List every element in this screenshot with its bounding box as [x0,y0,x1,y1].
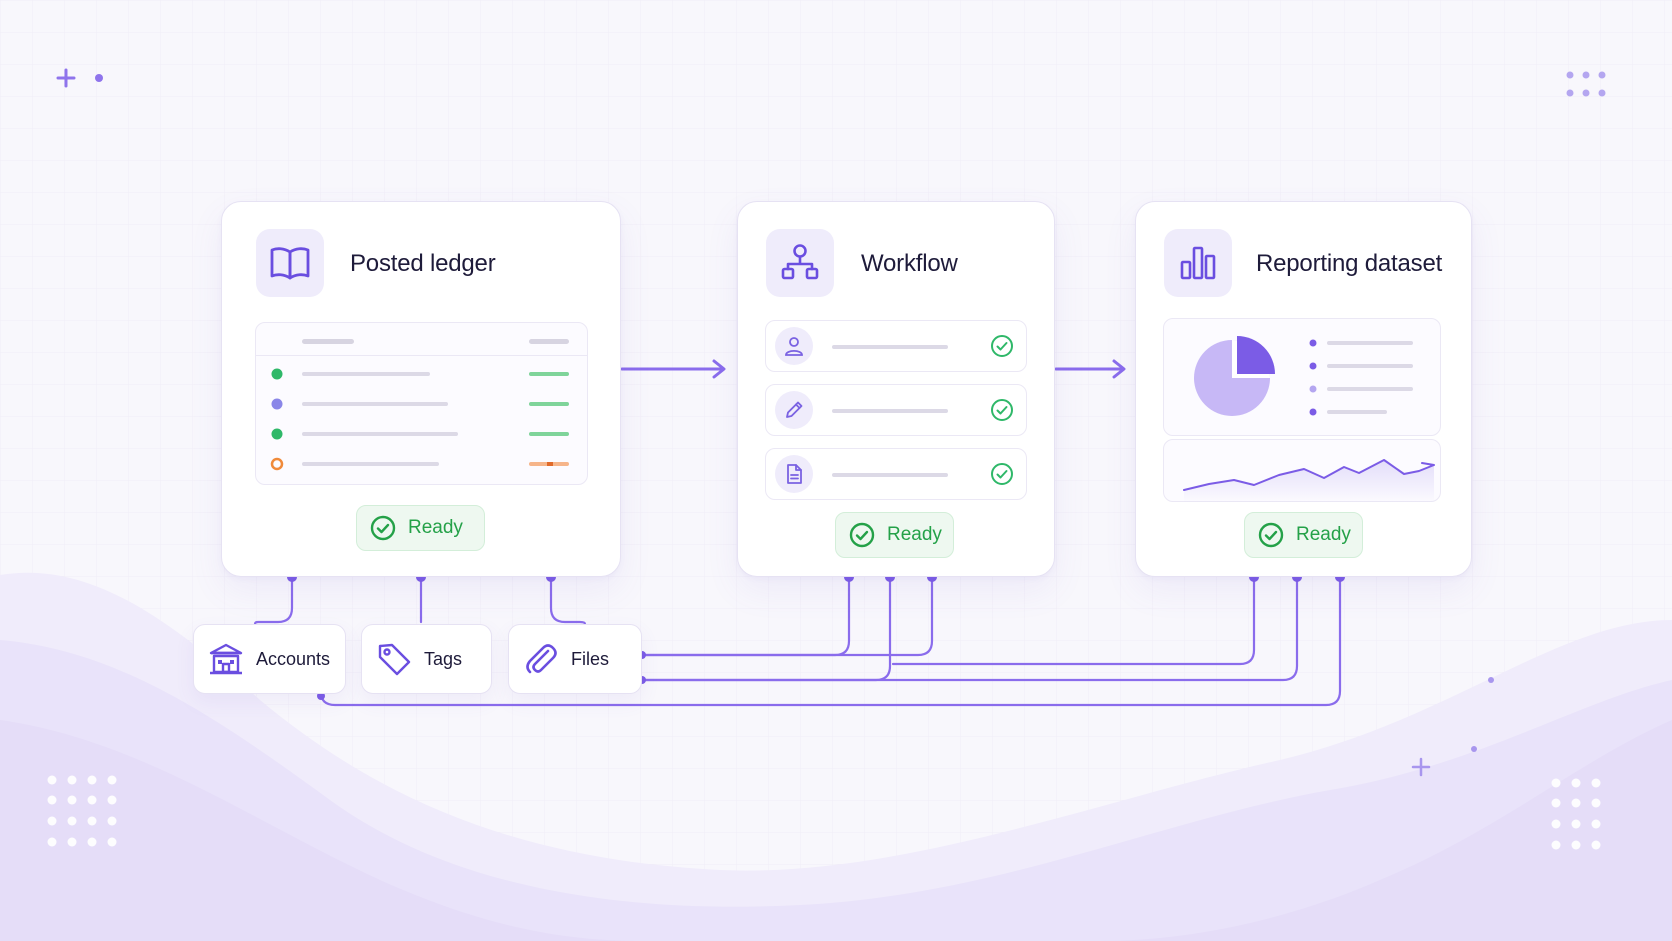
tag-icon [378,643,411,676]
workflow-step [765,448,1027,500]
hierarchy-icon [781,244,819,280]
card-title: Posted ledger [350,250,496,277]
avatar [775,391,813,429]
ready-badge: Ready [356,505,485,551]
check-circle-icon [1258,522,1284,548]
check-circle-icon [370,515,396,541]
book-icon [270,247,310,280]
ready-badge: Ready [1244,512,1363,558]
line-chart-icon [1183,459,1435,503]
ledger-table-preview [255,322,588,485]
workflow-step [765,384,1027,436]
source-label: Accounts [256,648,331,669]
ready-label: Ready [1296,524,1351,545]
pie-chart-preview [1163,318,1441,436]
avatar [775,455,813,493]
avatar [775,327,813,365]
user-icon [785,337,803,356]
workflow-step [765,320,1027,372]
bank-icon [209,643,243,675]
card-title: Reporting dataset [1256,250,1443,277]
status-dot [271,398,283,410]
source-files: Files [508,624,642,694]
document-icon [787,464,802,484]
ready-label: Ready [408,517,463,538]
book-icon-box [256,229,324,297]
bar-chart-icon-box [1164,229,1232,297]
ledger-rows [270,368,569,471]
hierarchy-icon-box [766,229,834,297]
status-dot [271,368,283,380]
check-circle-icon [991,335,1013,357]
line-chart-preview [1163,439,1441,503]
pie-chart-icon [1194,336,1413,416]
pencil-icon [786,401,803,418]
source-tags: Tags [361,624,492,694]
paperclip-icon [526,644,557,674]
posted-ledger-card: Posted ledger Ready [221,201,621,577]
reporting-dataset-card: Reporting dataset Ready [1135,201,1472,577]
check-circle-icon [849,522,875,548]
check-circle-icon [991,399,1013,421]
workflow-card: Workflow [737,201,1055,577]
check-circle-icon [991,463,1013,485]
bar-chart-icon [1180,246,1216,280]
source-accounts: Accounts [193,624,346,694]
card-title: Workflow [861,250,958,277]
source-label: Files [571,648,610,669]
source-label: Tags [424,648,463,669]
ready-badge: Ready [835,512,954,558]
ready-label: Ready [887,524,942,545]
plus-decoration [56,68,76,88]
status-dot [270,457,284,471]
status-dot [271,428,283,440]
